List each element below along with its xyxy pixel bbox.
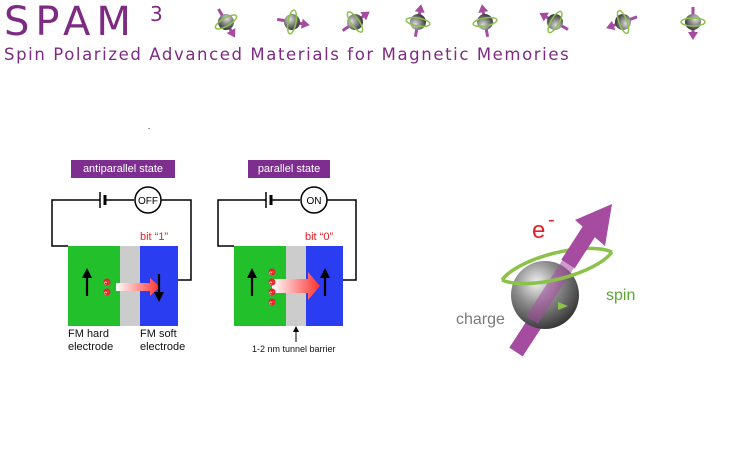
spin-arrow-head-icon bbox=[575, 204, 612, 246]
electron-icon bbox=[268, 268, 276, 276]
antiparallel-state-label: antiparallel state bbox=[71, 160, 175, 178]
electron-label: e⁻ bbox=[269, 281, 275, 287]
electron-icon bbox=[268, 278, 276, 286]
tagline: Spin Polarized Advanced Materials for Ma… bbox=[4, 45, 571, 64]
magnet-up-icon bbox=[82, 268, 92, 278]
hard-electrode-label: FM hard electrode bbox=[68, 328, 114, 353]
circuit-svg: e⁻ e⁻ e⁻ e⁻ e⁻ e⁻ OFF ON bbox=[51, 186, 357, 342]
bit-zero-label: bit “0” bbox=[305, 231, 334, 243]
spin-ring-front bbox=[501, 250, 614, 286]
magnet-up-icon bbox=[320, 268, 330, 278]
wire-right-a bbox=[161, 199, 192, 281]
spin-axis-upper bbox=[561, 225, 597, 269]
spin-ring-back bbox=[500, 246, 613, 282]
electron-label: e⁻ bbox=[104, 291, 110, 297]
tunnel-arrow-b bbox=[272, 272, 320, 300]
electron-icon bbox=[268, 298, 276, 306]
pointer-arrow-icon bbox=[293, 326, 299, 332]
electron-label: e⁻ bbox=[104, 281, 110, 287]
electron-minus-label: - bbox=[548, 209, 555, 231]
electron-e-label: e bbox=[532, 217, 545, 244]
hard-layer-a bbox=[68, 246, 120, 326]
spin-icon-row bbox=[214, 4, 706, 40]
spin-particle-icon bbox=[341, 11, 370, 33]
wire-left-b bbox=[217, 199, 266, 247]
spin-particle-icon bbox=[539, 10, 569, 34]
spin-particle-icon bbox=[405, 4, 431, 38]
switch-on-label: ON bbox=[307, 196, 322, 207]
brand-superscript: 3 bbox=[150, 2, 163, 26]
spin-particle-icon bbox=[214, 8, 238, 38]
magnet-up-icon bbox=[247, 268, 257, 278]
magnet-down-icon bbox=[154, 292, 164, 302]
electron-icon bbox=[268, 288, 276, 296]
soft-electrode-label: FM soft electrode bbox=[140, 328, 186, 353]
parallel-state-label: parallel state bbox=[248, 160, 330, 178]
spin-particle-icon bbox=[606, 9, 638, 35]
wire-left-a bbox=[51, 199, 100, 247]
divider-dot bbox=[148, 128, 150, 129]
spin-svg: e - charge spin bbox=[456, 204, 635, 357]
spin-particle-icon bbox=[472, 4, 498, 38]
electron-label: e⁻ bbox=[269, 301, 275, 307]
electron-label: e⁻ bbox=[269, 291, 275, 297]
switch-off-label: OFF bbox=[138, 196, 158, 207]
tunnel-junction-diagram: antiparallel state parallel state bbox=[0, 150, 400, 370]
spin-particle-icon bbox=[276, 9, 310, 35]
electron-label: e⁻ bbox=[269, 271, 275, 277]
bit-one-label: bit “1” bbox=[140, 231, 169, 243]
tunnel-arrow-a bbox=[116, 278, 160, 296]
spin-direction-icon bbox=[558, 302, 568, 310]
spin-label: spin bbox=[606, 287, 635, 304]
spin-particle-icon bbox=[680, 7, 706, 40]
electron-icon bbox=[103, 278, 111, 286]
electron-icon bbox=[103, 288, 111, 296]
wire-right-b bbox=[327, 199, 357, 281]
tunnel-barrier-label: 1-2 nm tunnel barrier bbox=[252, 344, 336, 354]
electron-spin-illustration: e - charge spin bbox=[440, 190, 670, 370]
brand-logo[interactable]: SPAM bbox=[4, 0, 137, 45]
charge-label: charge bbox=[456, 311, 505, 328]
